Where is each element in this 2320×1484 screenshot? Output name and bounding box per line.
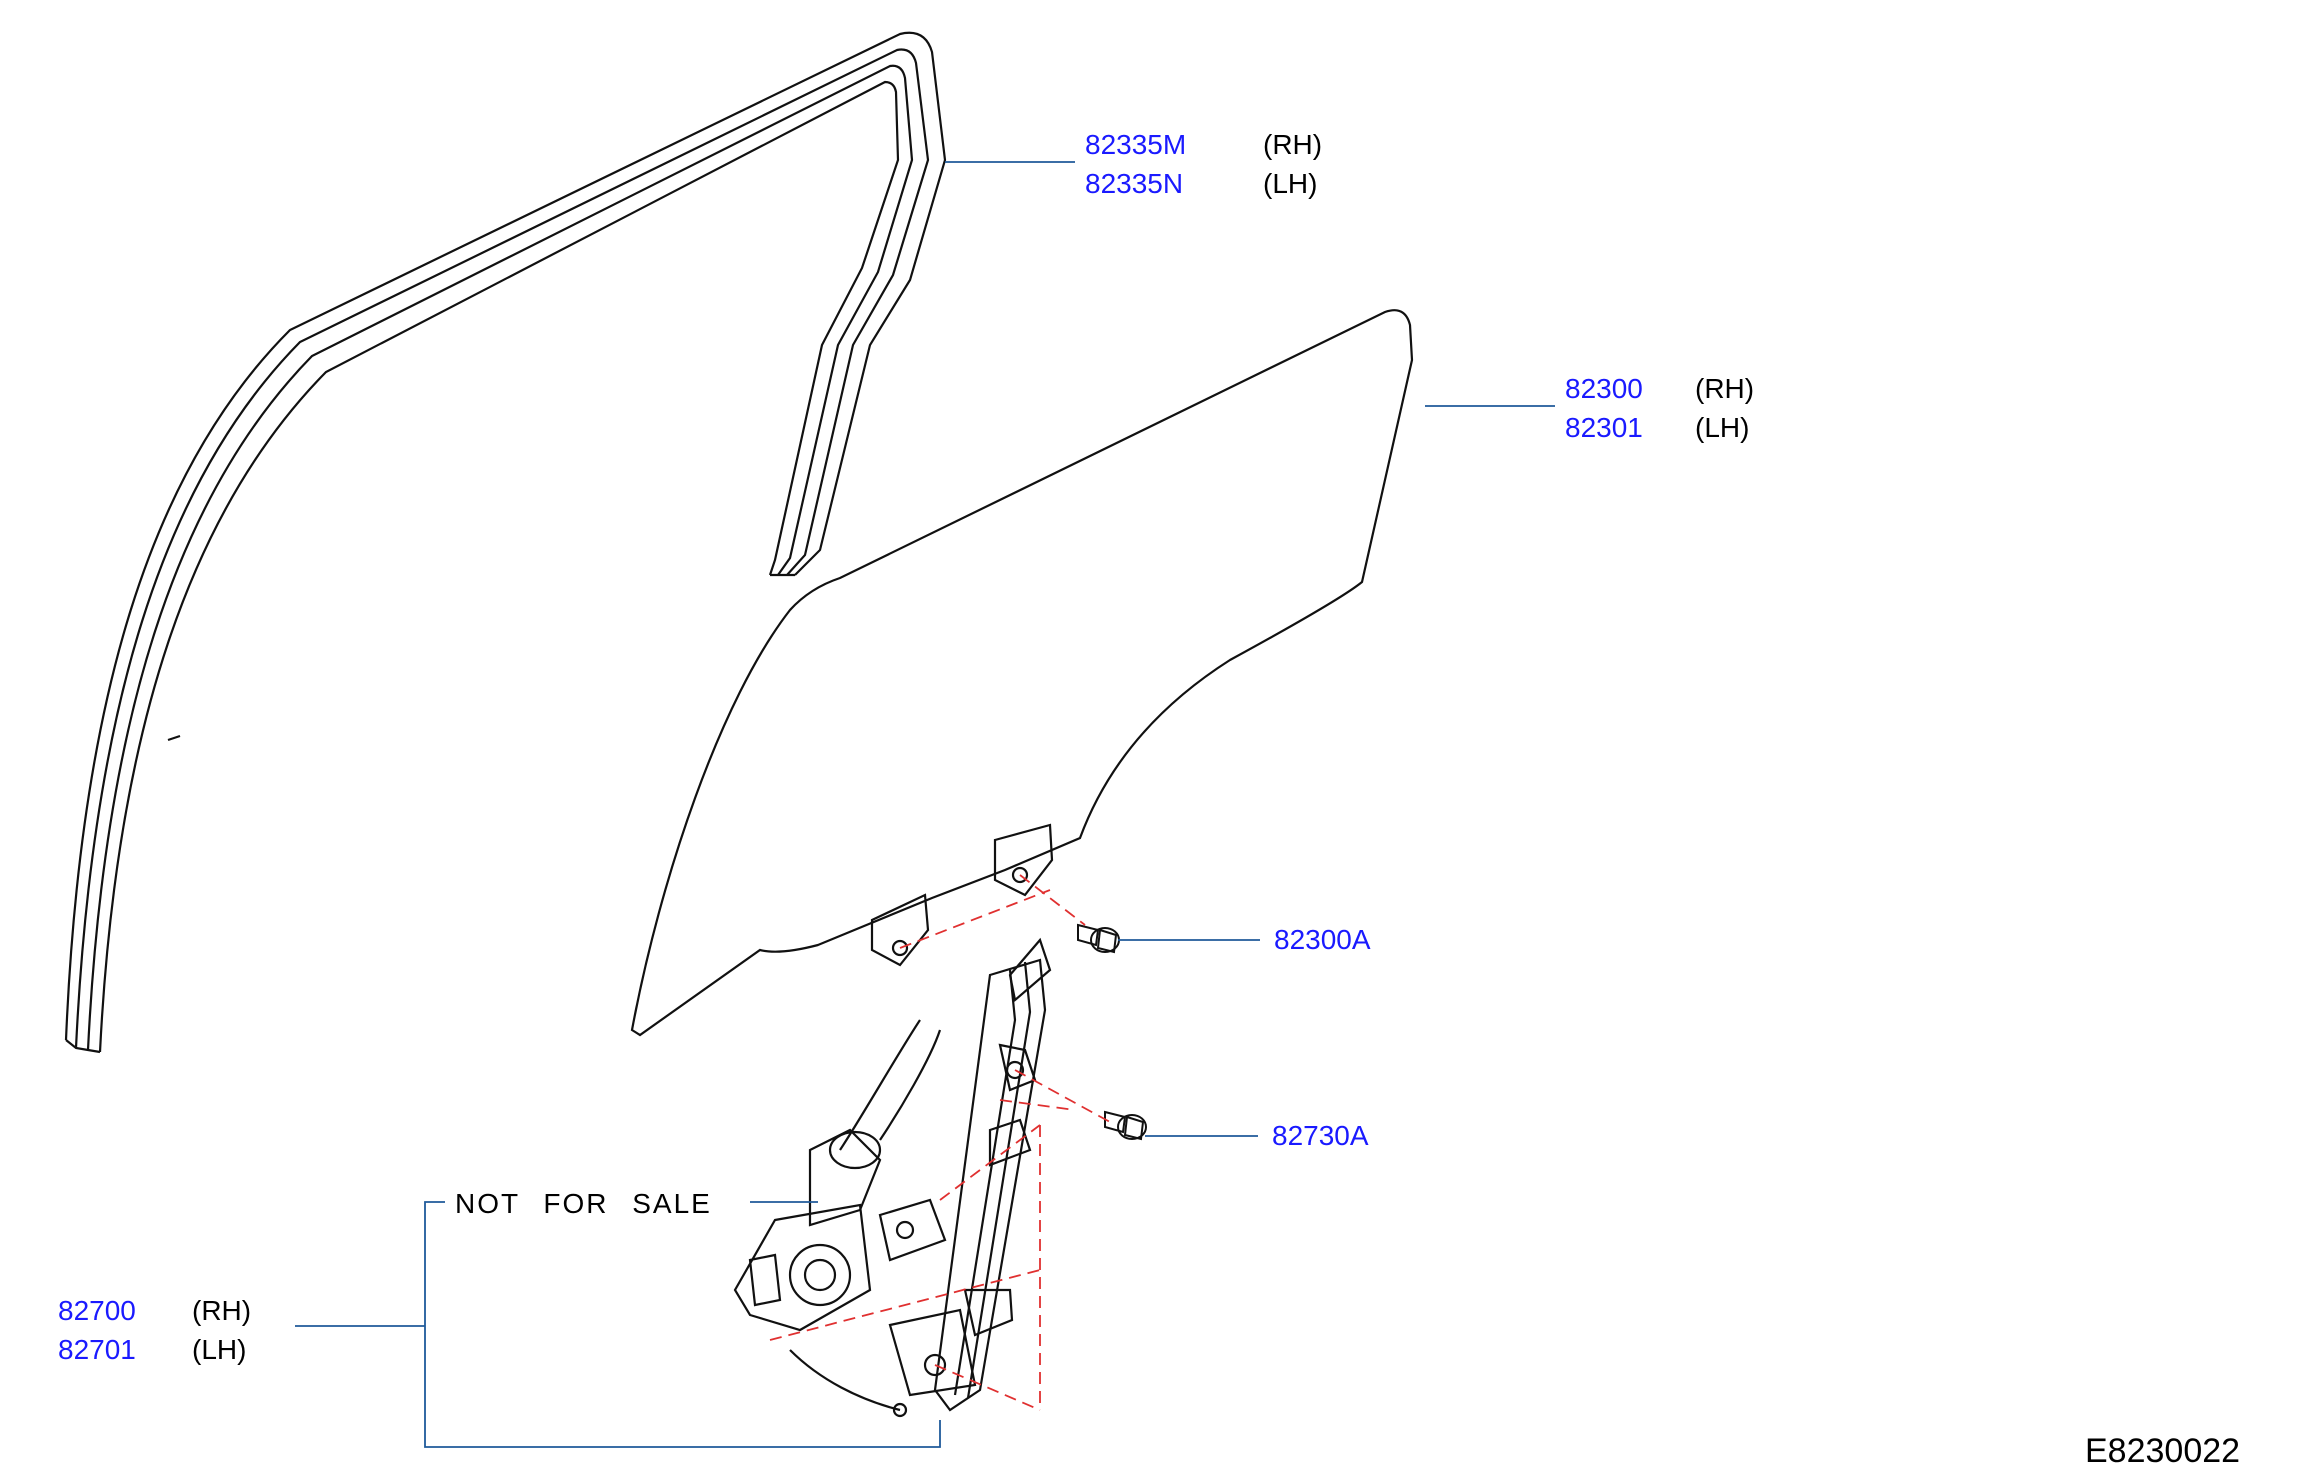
bolt-82300A — [1077, 923, 1120, 954]
window-regulator — [733, 937, 1052, 1418]
part-number[interactable]: 82300A — [1274, 924, 1371, 955]
side-label: (RH) — [1695, 373, 1755, 404]
not-for-sale-note: NOT FOR SALE — [455, 1188, 712, 1219]
part-number[interactable]: 82700 — [58, 1295, 136, 1326]
callout-82730A[interactable]: 82730A — [1272, 1122, 1369, 1150]
alignment-lines — [769, 874, 1111, 1411]
callout-82335N[interactable]: 82335N (LH) — [1085, 168, 1317, 199]
bolt-82730A — [1104, 1110, 1147, 1141]
part-number[interactable]: 82301 — [1565, 412, 1643, 443]
part-number[interactable]: 82730A — [1272, 1120, 1369, 1151]
part-number[interactable]: 82335N — [1085, 168, 1184, 199]
part-number[interactable]: 82300 — [1565, 373, 1643, 404]
glass-run-channel — [64, 31, 947, 1054]
callout-82301[interactable]: 82301 (LH) — [1565, 412, 1749, 443]
diagram-code: E8230022 — [2085, 1432, 2241, 1470]
side-label: (LH) — [192, 1334, 247, 1365]
callout-82701[interactable]: 82701 (LH) — [58, 1334, 246, 1365]
side-label: (RH) — [192, 1295, 252, 1326]
side-label: (RH) — [1263, 129, 1323, 160]
callout-82300A[interactable]: 82300A — [1274, 926, 1371, 954]
side-label: (LH) — [1695, 412, 1750, 443]
part-number[interactable]: 82335M — [1085, 129, 1187, 160]
callout-82300[interactable]: 82300 (RH) — [1565, 373, 1754, 404]
callout-82700[interactable]: 82700 (RH) — [58, 1295, 251, 1326]
callout-82335M[interactable]: 82335M (RH) — [1085, 129, 1322, 160]
leader-lines — [295, 161, 1555, 1448]
part-number[interactable]: 82701 — [58, 1334, 136, 1365]
side-label: (LH) — [1263, 168, 1318, 199]
door-glass — [630, 309, 1414, 1037]
